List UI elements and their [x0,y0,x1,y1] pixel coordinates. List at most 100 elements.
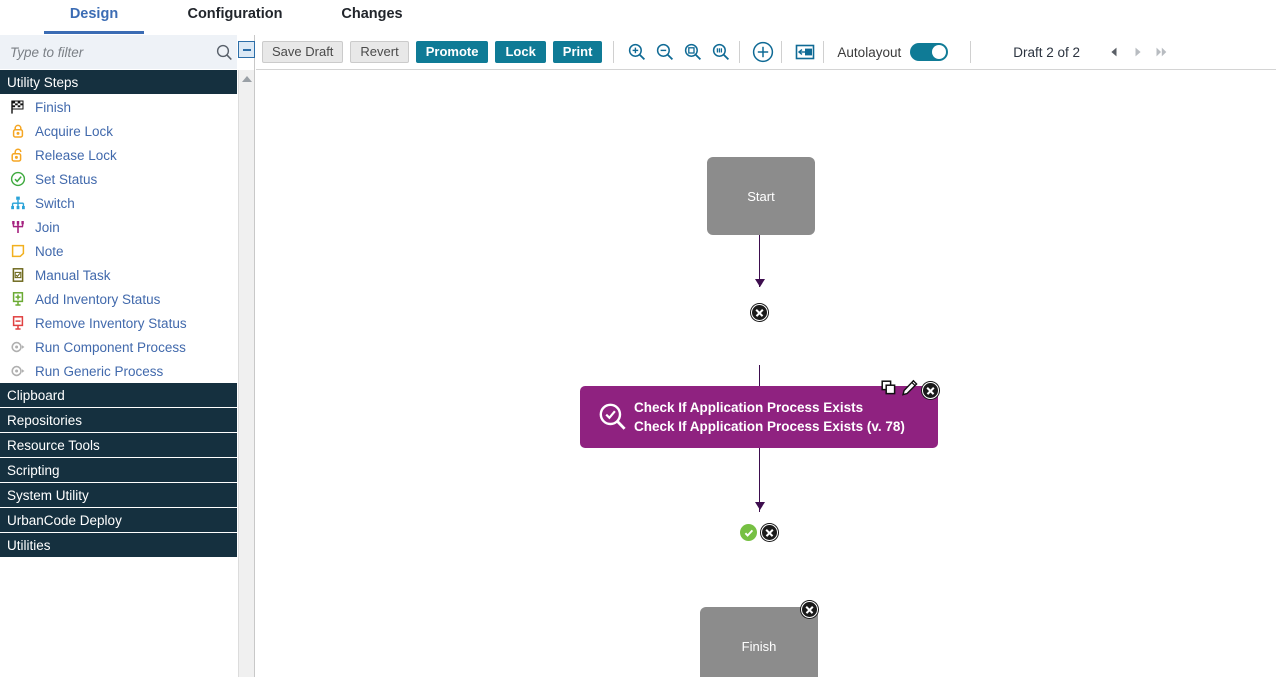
autolayout-label: Autolayout [837,44,902,60]
step-item-add-inventory-status[interactable]: Add Inventory Status [0,287,237,311]
collapse-panel-icon[interactable] [238,41,255,58]
manual-task-checkbox-icon [7,266,29,284]
category-header-repositories[interactable]: Repositories [0,408,237,433]
step-item-label: Join [35,219,60,235]
gear-run-icon [7,362,29,380]
node-controls [880,379,939,402]
copy-icon[interactable] [880,379,898,402]
toolbar-divider [823,41,825,63]
step-list: Utility Steps Finish [0,70,237,677]
magnifier-check-icon [592,400,634,434]
promote-button[interactable]: Promote [415,41,489,63]
lock-open-icon [7,146,29,164]
join-trident-icon [7,218,29,236]
toolbar-divider [970,41,972,63]
node-task-line2: Check If Application Process Exists (v. … [634,419,905,434]
switch-branch-icon [7,194,29,212]
category-header-utility-steps[interactable]: Utility Steps [0,70,237,95]
palette-scrollbar[interactable] [238,70,254,677]
step-item-note[interactable]: Note [0,239,237,263]
top-tab-bar: Design Configuration Changes [0,0,1276,34]
node-finish-delete-icon[interactable] [801,601,818,618]
tab-configuration[interactable]: Configuration [170,0,300,34]
step-item-label: Set Status [35,171,98,187]
step-item-label: Release Lock [35,147,117,163]
node-start-label: Start [747,188,775,204]
zoom-fit-icon[interactable] [679,39,707,65]
toolbar-divider [613,41,615,63]
print-button[interactable]: Print [552,41,603,63]
node-start[interactable]: Start [707,157,815,235]
tab-design[interactable]: Design [44,0,144,34]
nav-next-icon[interactable] [1126,40,1150,64]
edit-pencil-icon[interactable] [901,379,919,402]
toggle-knob [932,45,947,59]
step-item-label: Switch [35,195,75,211]
step-item-label: Run Generic Process [35,363,164,379]
toolbar-divider [781,41,783,63]
step-item-label: Manual Task [35,267,111,283]
arrowhead-finish [755,502,765,510]
node-task-text: Check If Application Process Exists Chec… [634,398,905,436]
edge-badge-delete-check-finish[interactable] [761,524,778,541]
revert-button[interactable]: Revert [350,41,409,63]
step-item-label: Note [35,243,64,259]
node-finish-label: Finish [741,638,777,654]
step-item-manual-task[interactable]: Manual Task [0,263,237,287]
node-check-if-application-process-exists[interactable]: Check If Application Process Exists Chec… [580,386,938,448]
step-item-finish[interactable]: Finish [0,95,237,119]
search-input[interactable] [0,44,211,60]
step-item-run-generic-process[interactable]: Run Generic Process [0,359,237,383]
tab-configuration-label: Configuration [187,6,283,22]
step-item-join[interactable]: Join [0,215,237,239]
step-item-label: Acquire Lock [35,123,114,139]
note-icon [7,242,29,260]
filter-bar [0,35,237,70]
nav-prev-icon[interactable] [1102,40,1126,64]
process-editor-main: Save Draft Revert Promote Lock Print [256,35,1276,677]
toolbar-divider [739,41,741,63]
tab-changes-label: Changes [341,6,403,22]
tab-changes[interactable]: Changes [322,0,422,34]
step-item-release-lock[interactable]: Release Lock [0,143,237,167]
category-header-clipboard[interactable]: Clipboard [0,383,237,408]
category-header-scripting[interactable]: Scripting [0,458,237,483]
editor-toolbar: Save Draft Revert Promote Lock Print [256,35,1276,70]
search-icon[interactable] [211,35,237,70]
step-item-acquire-lock[interactable]: Acquire Lock [0,119,237,143]
lock-button[interactable]: Lock [495,41,546,63]
step-item-remove-inventory-status[interactable]: Remove Inventory Status [0,311,237,335]
category-header-utilities[interactable]: Utilities [0,533,237,558]
checkered-flag-icon [7,98,29,116]
category-header-resource-tools[interactable]: Resource Tools [0,433,237,458]
autolayout-toggle[interactable] [910,43,949,61]
zoom-actual-size-icon[interactable] [707,39,735,65]
step-item-label: Add Inventory Status [35,291,161,307]
step-item-set-status[interactable]: Set Status [0,167,237,191]
zoom-in-icon[interactable] [623,39,651,65]
nav-last-icon[interactable] [1150,40,1174,64]
edge-badge-delete-start-check[interactable] [751,304,768,321]
step-item-label: Remove Inventory Status [35,315,187,331]
delete-x-icon[interactable] [922,382,939,399]
lock-closed-icon [7,122,29,140]
tab-active-underline [44,31,144,34]
scroll-up-arrow-icon[interactable] [239,70,255,87]
properties-panel-icon[interactable] [791,39,819,65]
process-flow-canvas[interactable]: Start Check If Application Process Exist… [256,71,1276,677]
zoom-out-icon[interactable] [651,39,679,65]
node-finish[interactable]: Finish [700,607,818,677]
step-item-label: Finish [35,99,72,115]
success-check-icon [740,524,757,541]
draft-version-label: Draft 2 of 2 [1013,44,1081,60]
remove-inventory-icon [7,314,29,332]
save-draft-button[interactable]: Save Draft [262,41,344,63]
node-task-line1: Check If Application Process Exists [634,400,864,415]
add-circle-icon[interactable] [749,39,777,65]
category-header-system-utility[interactable]: System Utility [0,483,237,508]
step-item-run-component-process[interactable]: Run Component Process [0,335,237,359]
category-header-urbancode-deploy[interactable]: UrbanCode Deploy [0,508,237,533]
step-item-switch[interactable]: Switch [0,191,237,215]
arrowhead-check [755,279,765,287]
